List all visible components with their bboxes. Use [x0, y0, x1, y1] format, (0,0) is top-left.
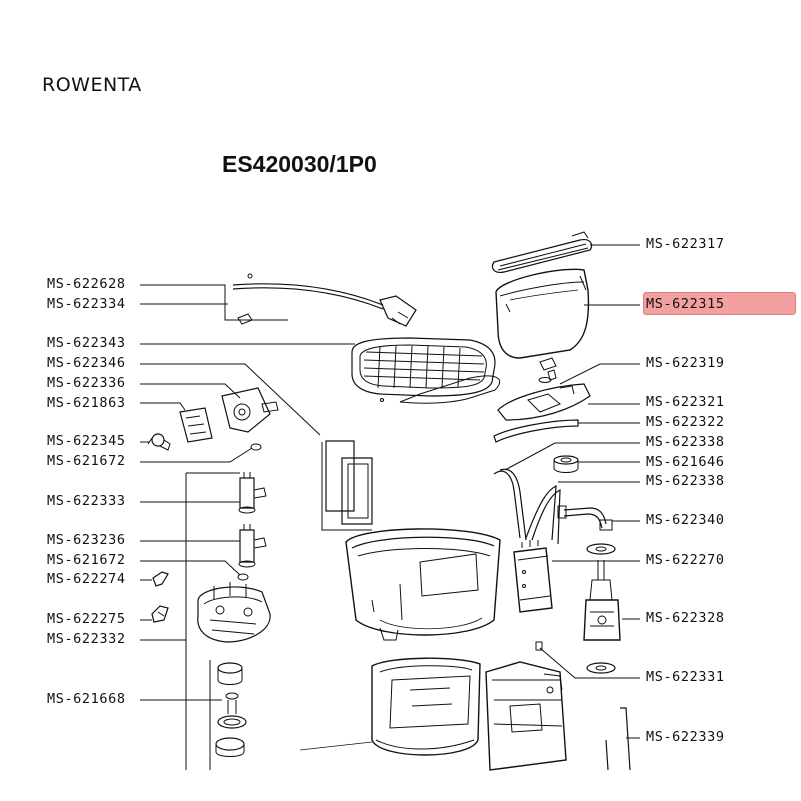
steam-knob — [148, 434, 170, 450]
part-label-ms-622338-b[interactable]: MS-622338 — [646, 473, 725, 489]
boiler — [198, 582, 270, 642]
part-label-ms-621668[interactable]: MS-621668 — [47, 691, 126, 707]
model-number: ES420030/1P0 — [222, 151, 377, 177]
part-label-ms-622332[interactable]: MS-622332 — [47, 631, 126, 647]
part-label-ms-622275[interactable]: MS-622275 — [47, 611, 126, 627]
control-board — [180, 388, 278, 442]
tank-base — [498, 384, 590, 420]
part-label-ms-622322[interactable]: MS-622322 — [646, 414, 725, 430]
upper-housing — [346, 529, 500, 640]
filters — [326, 441, 372, 524]
tank-seal — [494, 420, 578, 442]
lower-base — [300, 658, 480, 755]
part-label-ms-622340[interactable]: MS-622340 — [646, 512, 725, 528]
part-label-ms-622328[interactable]: MS-622328 — [646, 610, 725, 626]
leader-lines-right — [505, 245, 640, 738]
part-label-ms-622333[interactable]: MS-622333 — [47, 493, 126, 509]
leader-ms-622628 — [140, 285, 288, 320]
leader-ms-622346 — [140, 364, 320, 435]
leader-ms-622338-a — [505, 443, 640, 470]
part-label-ms-622339[interactable]: MS-622339 — [646, 729, 725, 745]
tank-connector — [554, 456, 578, 473]
part-label-ms-623236[interactable]: MS-623236 — [47, 532, 126, 548]
thermostat-b — [239, 524, 266, 567]
leader-ms-622319 — [560, 364, 640, 384]
highlighted-part-box — [643, 292, 796, 315]
part-label-ms-621672-a[interactable]: MS-621672 — [47, 453, 126, 469]
leader-ms-621672-a — [140, 448, 252, 462]
part-label-ms-622345[interactable]: MS-622345 — [47, 433, 126, 449]
part-label-ms-622274[interactable]: MS-622274 — [47, 571, 126, 587]
leader-ms-621672-b — [140, 561, 240, 575]
part-label-ms-621646[interactable]: MS-621646 — [646, 454, 725, 470]
water-tank — [496, 269, 588, 358]
water-tank-lid — [492, 232, 591, 272]
part-label-ms-622319[interactable]: MS-622319 — [646, 355, 725, 371]
part-label-ms-622321[interactable]: MS-622321 — [646, 394, 725, 410]
leader-lines-left — [140, 285, 372, 770]
clips — [152, 572, 168, 622]
part-label-ms-622317[interactable]: MS-622317 — [646, 236, 725, 252]
part-label-ms-621672-b[interactable]: MS-621672 — [47, 552, 126, 568]
pump — [584, 544, 620, 673]
part-label-ms-621863[interactable]: MS-621863 — [47, 395, 126, 411]
part-label-ms-622334[interactable]: MS-622334 — [47, 296, 126, 312]
part-label-ms-622315[interactable]: MS-622315 — [646, 296, 725, 312]
o-ring-small — [238, 444, 261, 580]
part-label-ms-622338-a[interactable]: MS-622338 — [646, 434, 725, 450]
part-label-ms-622270[interactable]: MS-622270 — [646, 552, 725, 568]
flowmeter — [514, 540, 552, 612]
support-rod — [606, 708, 630, 770]
power-cord — [233, 274, 416, 326]
part-label-ms-622343[interactable]: MS-622343 — [47, 335, 126, 351]
drip-tray — [352, 338, 500, 403]
part-label-ms-622346[interactable]: MS-622346 — [47, 355, 126, 371]
valve-stack — [216, 663, 246, 757]
thermostat-a — [239, 472, 266, 513]
tubes — [494, 469, 612, 544]
chassis-frame — [486, 662, 566, 770]
leader-ms-621863 — [140, 403, 185, 410]
part-label-ms-622628[interactable]: MS-622628 — [47, 276, 126, 292]
part-label-ms-622331[interactable]: MS-622331 — [646, 669, 725, 685]
brand-logo: ROWENTA — [42, 74, 142, 96]
bracket-filters — [322, 442, 372, 530]
leader-ms-622331 — [540, 648, 640, 678]
part-label-ms-622336[interactable]: MS-622336 — [47, 375, 126, 391]
tank-valve — [539, 358, 556, 383]
pump-spacer — [536, 642, 542, 650]
